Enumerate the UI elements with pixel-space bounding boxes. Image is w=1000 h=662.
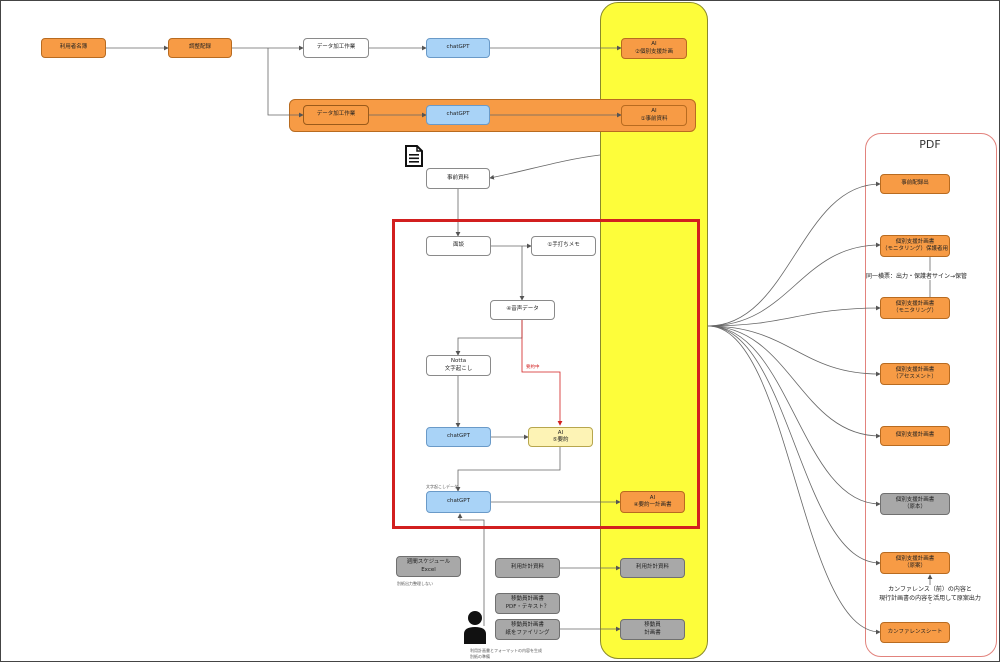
red-arrow-label: 要約中 bbox=[526, 365, 540, 370]
pdf-item-4[interactable]: 個別支援計画書 （アセスメント） bbox=[880, 363, 950, 385]
node-kyuuyo-file[interactable]: 移動員計画書 紙をファイリング bbox=[495, 619, 560, 640]
node-ai-kyouiku[interactable]: AI ①事前資料 bbox=[621, 105, 687, 126]
highlight-box bbox=[392, 219, 700, 529]
node-chatgpt-1[interactable]: chatGPT bbox=[426, 38, 490, 58]
small-note-person-2: 別紙の準備 bbox=[470, 654, 490, 659]
node-data-kakou-1[interactable]: データ加工作業 bbox=[303, 38, 369, 58]
node-shuukan-schedule[interactable]: 週間スケジュール Excel bbox=[396, 556, 461, 577]
pdf-item-5[interactable]: 個別支援計画書 bbox=[880, 426, 950, 446]
node-data-kakou-2[interactable]: データ加工作業 bbox=[303, 105, 369, 125]
pdf-panel-title: PDF bbox=[919, 138, 941, 151]
small-note-schedule: 別紙出力整理しない bbox=[397, 581, 433, 586]
node-ai-kobetsu[interactable]: AI ②個別支援計画 bbox=[621, 38, 687, 59]
node-notta[interactable]: Notta 文字起こし bbox=[426, 355, 491, 376]
node-chatgpt-2[interactable]: chatGPT bbox=[426, 105, 490, 125]
node-kyuuyo-pdf[interactable]: 移動員計画書 PDF・テキスト？ bbox=[495, 593, 560, 614]
conference-note: カンファレンス（前）の内容と 現行計画書の内容を活用して原案出力 bbox=[866, 585, 994, 603]
node-riyou-keikaku-shiryou[interactable]: 利用計計資料 bbox=[495, 558, 560, 578]
node-chatgpt-3[interactable]: chatGPT bbox=[426, 427, 491, 447]
node-mendan[interactable]: 面談 bbox=[426, 236, 491, 256]
pdf-item-1[interactable]: 事前配録出 bbox=[880, 174, 950, 194]
node-tegaki-memo[interactable]: ①手打ちメモ bbox=[531, 236, 596, 256]
node-ai-youyaku[interactable]: AI ⑤要約 bbox=[528, 427, 593, 447]
node-riyousha-meibo[interactable]: 利用者名簿 bbox=[41, 38, 106, 58]
pdf-item-2[interactable]: 個別支援計画書 （モニタリング）保護者用 bbox=[880, 235, 950, 257]
node-ai-youyaku-keikaku[interactable]: AI ④要約一計画書 bbox=[620, 491, 685, 513]
person-icon bbox=[464, 611, 486, 644]
node-onsei-data[interactable]: ④音声データ bbox=[490, 300, 555, 320]
pdf-item-6[interactable]: 個別支援計画書 （原本） bbox=[880, 493, 950, 515]
node-chatgpt-4[interactable]: chatGPT bbox=[426, 491, 491, 513]
node-kyuuyo-keikakusho[interactable]: 移動員 計画書 bbox=[620, 619, 685, 640]
pdf-item-3[interactable]: 個別支援計画書 （モニタリング） bbox=[880, 297, 950, 319]
node-jizen-shiryou[interactable]: 事前資料 bbox=[426, 168, 490, 189]
node-keiyaku-hairyo[interactable]: 調整配録 bbox=[168, 38, 232, 58]
small-note-person-1: 利用計画書とフォーマットの内容を生成 bbox=[470, 648, 542, 653]
pdf-item-8[interactable]: カンファレンスシート bbox=[880, 622, 950, 643]
same-sheet-note: 同一横票：出力・保護者サイン→保管 bbox=[866, 271, 968, 280]
small-note-chatgpt: 文字起こしデータ bbox=[426, 484, 458, 489]
pdf-item-7[interactable]: 個別支援計画書 （原案） bbox=[880, 552, 950, 574]
node-riyou-keikaku-shiryou-ai[interactable]: 利用計計資料 bbox=[620, 558, 685, 578]
document-icon bbox=[405, 145, 423, 167]
